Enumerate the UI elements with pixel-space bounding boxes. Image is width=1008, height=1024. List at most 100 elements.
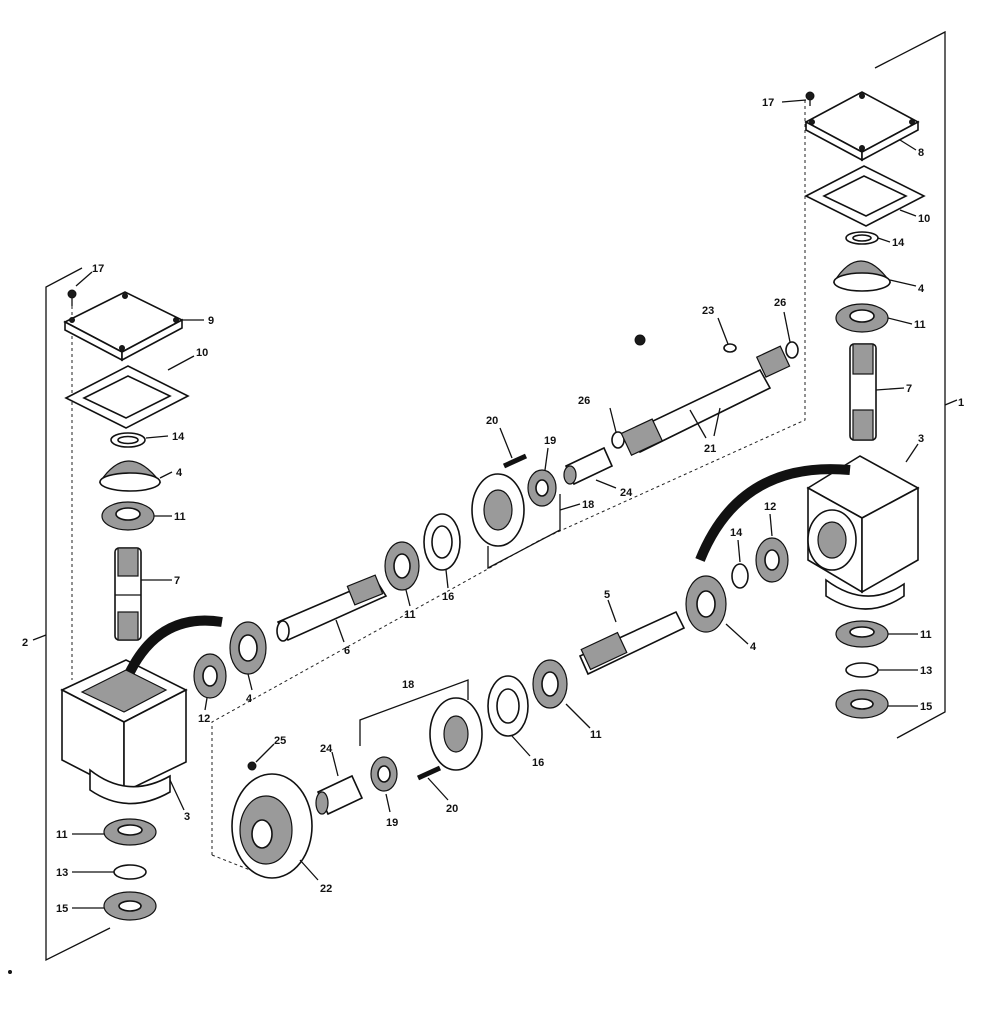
label-3-left: 3 [184,811,190,823]
label-22: 22 [320,883,332,895]
right-drive-chain [695,464,851,562]
assembly-bracket-left [32,267,111,962]
label-4-left-top: 4 [176,467,183,479]
right-bearing-12 [755,537,789,583]
label-26-upper: 26 [774,297,786,309]
label-14-left: 14 [172,431,185,443]
label-24-upper: 24 [620,487,633,499]
right-shaft-7 [849,343,877,441]
label-4-lower: 4 [750,641,757,653]
label-2: 2 [22,637,28,649]
label-16-upper: 16 [442,591,454,603]
right-washer-14b [731,563,749,589]
label-15-left: 15 [56,903,68,915]
label-10-left: 10 [196,347,208,359]
label-26-mid: 26 [578,395,590,407]
label-11-lower: 11 [590,729,602,741]
left-bearing-11 [101,501,155,531]
flange-18-lower [429,697,483,771]
label-1: 1 [958,397,964,409]
label-7-left: 7 [174,575,180,587]
shaft-21 [620,345,791,457]
label-19-upper: 19 [544,435,556,447]
label-18-lower: 18 [402,679,414,691]
gear-4-lower [685,575,727,633]
label-3-right: 3 [918,433,924,445]
left-drive-chain [125,615,223,675]
label-4-left-gear: 4 [246,693,253,705]
label-19-lower: 19 [386,817,398,829]
bearing-11-lower [532,659,568,709]
bearing-11-mid [384,541,420,591]
label-11-right-lower: 11 [920,629,932,641]
left-gasket [64,365,190,429]
label-4-right-top: 4 [918,283,925,295]
label-21: 21 [704,443,716,455]
left-screw [67,289,77,306]
label-14-right: 14 [892,237,905,249]
right-screw [805,91,815,106]
sleeve-24-lower [315,774,364,816]
key-23 [723,343,737,353]
right-washer-14 [845,231,879,245]
sleeve-24-upper [563,446,614,486]
left-bevel-gear [98,460,162,492]
label-20-upper: 20 [486,415,498,427]
left-gear-4 [229,621,267,675]
centerlines [71,100,806,871]
stray-dot [8,970,12,974]
shaft-5 [578,610,686,676]
label-8: 8 [918,147,924,159]
right-gearbox-cover [804,91,920,162]
bearing-19-upper [527,469,557,507]
label-15-right: 15 [920,701,932,713]
label-11-mid: 11 [404,609,416,621]
shaft-6 [276,574,388,642]
part-labels: 1 2 3 3 4 4 4 4 5 6 7 7 8 9 10 10 11 11 … [22,97,964,915]
pulley-22 [231,773,313,879]
label-20-lower: 20 [446,803,458,815]
label-11-left-lower: 11 [56,829,68,841]
left-shaft-7 [114,547,142,641]
screw-25 [247,761,257,771]
right-bevel-gear [832,260,892,292]
label-5: 5 [604,589,610,601]
assembly-bracket-right [874,30,958,739]
right-bearing-11 [835,303,889,333]
label-14-right-lower: 14 [730,527,743,539]
left-lower-bearing-11 [103,818,157,846]
label-13-right: 13 [920,665,932,677]
seal-16-upper [423,513,461,571]
left-washer-14 [110,432,146,448]
label-16-lower: 16 [532,757,544,769]
label-11-left: 11 [174,511,186,523]
clip-26-upper [785,341,799,359]
label-11-right: 11 [914,319,926,331]
right-seal-15 [835,689,889,719]
label-6: 6 [344,645,350,657]
right-ring-13 [845,662,879,678]
flange-18-upper [471,473,525,547]
left-bearing-12 [193,653,227,699]
bearing-19-lower [370,756,398,792]
label-9: 9 [208,315,214,327]
seal-16-lower [487,675,529,737]
label-13-left: 13 [56,867,68,879]
label-25: 25 [274,735,286,747]
label-7-right: 7 [906,383,912,395]
label-17-left: 17 [92,263,104,275]
bolt-20-upper [502,453,528,469]
left-seal-15 [103,891,157,921]
left-housing [60,659,188,805]
label-17-right: 17 [762,97,774,109]
left-gearbox-cover [63,291,184,362]
label-12-right: 12 [764,501,776,513]
label-10-right: 10 [918,213,930,225]
right-gasket [804,165,926,227]
label-23: 23 [702,305,714,317]
leader-lines [72,99,919,909]
bolt-20-lower [416,765,442,781]
label-12-left: 12 [198,713,210,725]
label-24-lower: 24 [320,743,333,755]
